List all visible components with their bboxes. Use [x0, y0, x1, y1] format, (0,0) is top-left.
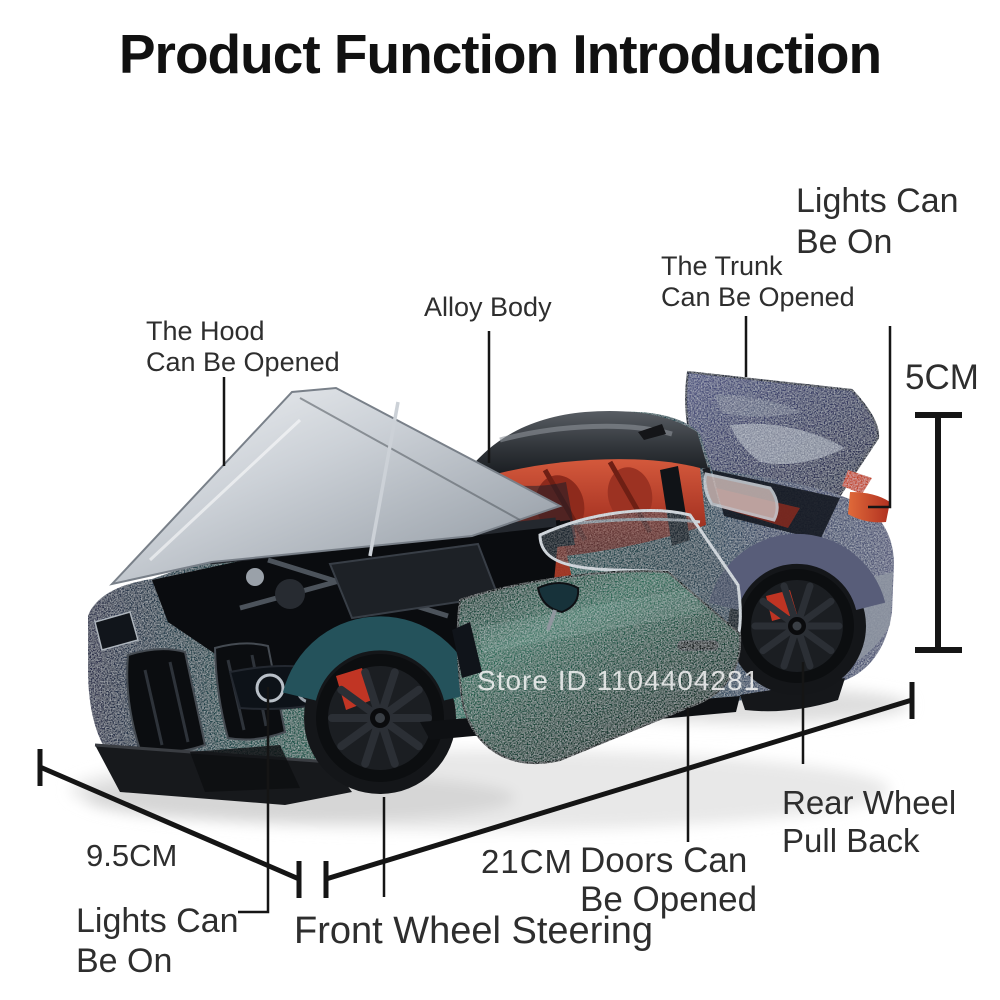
- label-rear-wheel: Rear Wheel Pull Back: [782, 784, 956, 860]
- label-rear-lights: Lights Can Be On: [796, 181, 959, 263]
- label-trunk-line1: The Trunk: [661, 251, 783, 281]
- label-front-lights-line2: Be On: [76, 942, 173, 980]
- label-rear-wheel-line2: Pull Back: [782, 822, 920, 859]
- label-hood-line1: The Hood: [146, 316, 265, 346]
- front-fender-arch: [282, 616, 478, 702]
- label-hood: The Hood Can Be Opened: [146, 316, 340, 378]
- door-handle: [677, 640, 719, 651]
- page-title: Product Function Introduction: [118, 23, 882, 85]
- antenna-fin-icon: [638, 424, 666, 440]
- label-doors-line1: Doors Can: [580, 841, 748, 880]
- label-hood-line2: Can Be Opened: [146, 347, 340, 377]
- label-dimension-length: 21CM: [481, 843, 574, 880]
- quarter-window: [703, 472, 779, 522]
- label-trunk-line2: Can Be Opened: [661, 282, 855, 312]
- car-trunk-open: [685, 370, 880, 500]
- label-dimension-height: 5CM: [905, 358, 979, 397]
- label-front-wheel: Front Wheel Steering: [294, 910, 654, 952]
- rear-wheel: [728, 557, 866, 695]
- hood-prop-rod: [368, 401, 400, 557]
- label-doors-line2: Be Opened: [580, 880, 758, 919]
- door-window: [538, 509, 742, 639]
- label-trunk: The Trunk Can Be Opened: [661, 251, 855, 313]
- side-mirror: [536, 582, 580, 614]
- left-headlight: [94, 611, 139, 651]
- label-rear-wheel-line1: Rear Wheel: [782, 784, 957, 821]
- label-front-lights-line1: Lights Can: [76, 902, 239, 940]
- label-dimension-width: 9.5CM: [86, 838, 178, 873]
- label-doors: Doors Can Be Opened: [580, 841, 757, 919]
- label-alloy-body: Alloy Body: [424, 292, 552, 322]
- car-hood-open: [109, 386, 563, 586]
- label-rear-lights-line2: Be On: [796, 223, 893, 261]
- store-id-watermark: Store ID 1104404281: [477, 665, 761, 696]
- label-front-lights: Lights Can Be On: [76, 901, 239, 981]
- label-rear-lights-line1: Lights Can: [796, 182, 959, 220]
- fender-vent: [452, 622, 482, 678]
